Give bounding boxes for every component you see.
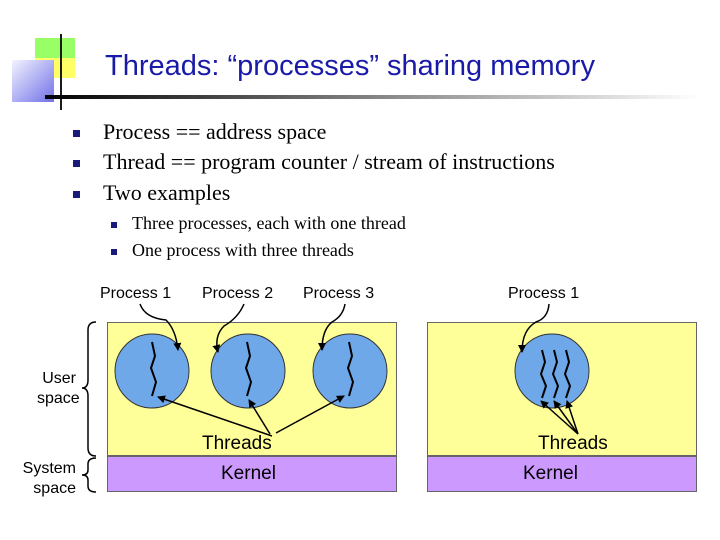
- user-space-brace: [81, 321, 97, 457]
- bullet-two-examples: Two examples: [103, 180, 231, 205]
- kernel-box-left: [107, 456, 397, 492]
- title-decoration-vertical-line: [60, 34, 62, 110]
- bullet-marker: [73, 191, 80, 198]
- bullet-process-address-space: Process == address space: [103, 119, 327, 144]
- user-space-label: User space: [37, 369, 80, 409]
- title-underline: [45, 95, 700, 99]
- threads-label-left: Threads: [202, 433, 272, 454]
- system-space-label: System space: [14, 459, 76, 499]
- thread-squiggle: [539, 349, 548, 399]
- title-decoration-green: [35, 38, 75, 58]
- slide-title: Threads: “processes” sharing memory: [105, 50, 595, 82]
- arrow-process1-to-thread: [139, 303, 182, 351]
- thread-squiggle: [244, 341, 253, 397]
- kernel-label-right: Kernel: [523, 463, 578, 484]
- process-label-2: Process 2: [202, 285, 274, 302]
- arrow-threads-right-to-thread-3: [565, 400, 579, 435]
- system-space-label-line2: space: [33, 480, 76, 497]
- arrow-threads-to-thread-3: [275, 395, 345, 434]
- arrow-threads-right-to-thread-1: [540, 400, 579, 435]
- process-label-1: Process 1: [100, 285, 172, 302]
- process-circle-right: [514, 333, 590, 409]
- kernel-box-right: [427, 456, 697, 492]
- thread-squiggle: [551, 349, 560, 399]
- arrow-threads-to-thread-2: [248, 399, 271, 435]
- user-space-label-line2: space: [37, 390, 80, 407]
- thread-squiggle: [346, 341, 355, 397]
- thread-squiggle: [149, 341, 158, 397]
- arrow-threads-right-to-thread-2: [553, 400, 579, 435]
- bullet-thread-program-counter: Thread == program counter / stream of in…: [103, 149, 555, 174]
- user-space-label-line1: User: [42, 370, 76, 387]
- threads-label-right: Threads: [538, 433, 608, 454]
- sub-bullet-marker: [111, 222, 117, 228]
- sub-bullet-one-process: One process with three threads: [132, 240, 354, 260]
- system-space-brace: [81, 457, 97, 493]
- arrow-processright-to-thread: [518, 303, 550, 353]
- system-space-label-line1: System: [22, 460, 76, 477]
- sub-bullet-marker: [111, 249, 117, 255]
- kernel-label-left: Kernel: [221, 463, 276, 484]
- sub-bullet-three-processes: Three processes, each with one thread: [132, 213, 406, 233]
- process-label-right: Process 1: [508, 285, 580, 302]
- arrow-process3-to-thread: [318, 303, 346, 351]
- arrow-threads-to-thread-1: [157, 395, 273, 437]
- arrow-process2-to-thread: [212, 303, 245, 353]
- bullet-marker: [73, 160, 80, 167]
- thread-squiggle: [563, 349, 572, 399]
- bullet-marker: [73, 130, 80, 137]
- process-label-3: Process 3: [303, 285, 375, 302]
